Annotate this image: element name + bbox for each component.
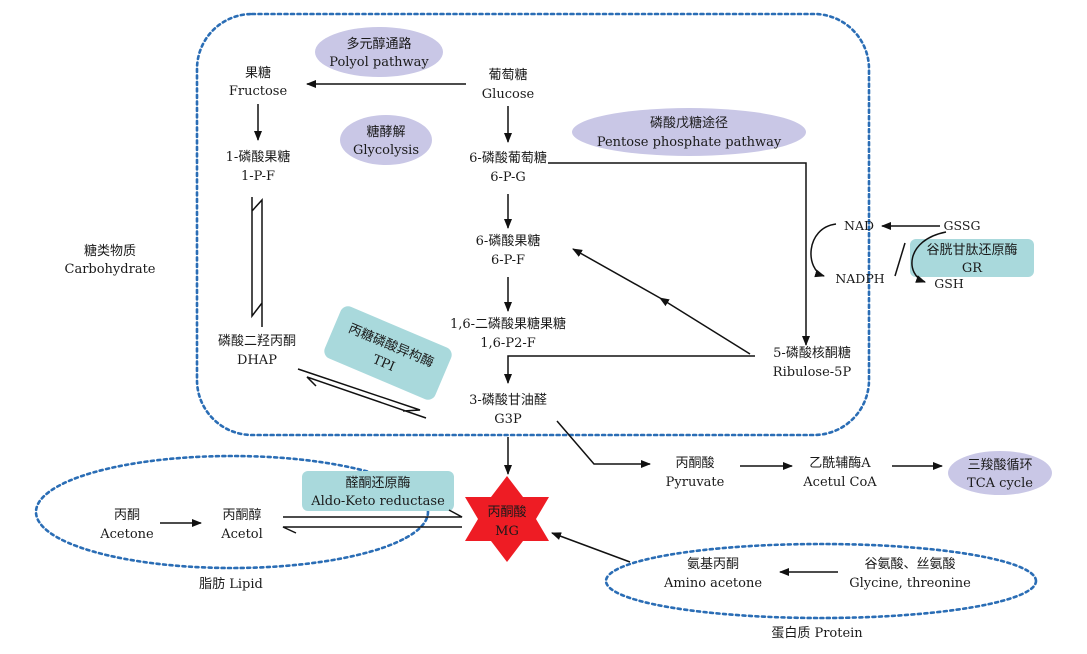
gr-enzyme-box	[910, 239, 1034, 277]
pyruvate-zh: 丙酮酸	[675, 456, 714, 471]
nad-label: NAD	[844, 218, 874, 233]
akr-label-zh: 醛酮还原酶	[345, 475, 410, 491]
mg-zh: 丙酮酸	[487, 505, 526, 520]
f1p-en: 1-P-F	[241, 169, 275, 184]
polyol-label-en: Polyol pathway	[329, 55, 429, 70]
mg-star-shape	[465, 476, 549, 562]
fructose-zh: 果糖	[245, 65, 271, 81]
carbohydrate-region-border	[195, 12, 871, 437]
akr-enzyme-box	[302, 471, 454, 511]
f16p2-zh: 1,6-二磷酸果糖果糖	[450, 316, 566, 332]
acetone-en: Acetone	[99, 527, 154, 542]
g3p-zh: 3-磷酸甘油醛	[469, 392, 547, 408]
ribulose-en: Ribulose-5P	[773, 365, 852, 380]
dhap-zh: 磷酸二羟丙酮	[218, 334, 296, 349]
fructose-en: Fructose	[229, 84, 288, 99]
gsh-label: GSH	[934, 276, 964, 291]
arrow-gssg-to-gsh	[911, 231, 947, 283]
lipid-region-border	[34, 454, 430, 570]
arrow-ribulose-to-f6p-b	[572, 248, 661, 299]
arrow-nad-to-nadph	[810, 223, 837, 278]
nadph-label: NADPH	[835, 271, 884, 286]
tca-label-en: TCA cycle	[967, 476, 1033, 491]
protein-region-border	[604, 542, 1038, 620]
arrows	[160, 80, 947, 576]
acetylcoa-en: Acetul CoA	[802, 475, 877, 490]
acetone-zh: 丙酮	[114, 508, 140, 523]
protein-label: 蛋白质 Protein	[771, 625, 863, 641]
akr-label-en: Aldo-Keto reductase	[310, 494, 445, 509]
gssg-label: GSSG	[944, 218, 981, 233]
acetylcoa-zh: 乙酰辅酶A	[809, 455, 871, 471]
arrow-ribulose-to-g3p	[504, 355, 755, 384]
equilibrium-f1p-dhap	[251, 197, 263, 327]
mg-en: MG	[495, 524, 519, 539]
arrow-g3p-to-pyruvate	[556, 420, 651, 468]
lipid-label: 脂肪 Lipid	[199, 576, 263, 592]
g6p-en: 6-P-G	[490, 170, 525, 185]
polyol-label-zh: 多元醇通路	[346, 36, 411, 52]
carbohydrate-label-zh: 糖类物质	[84, 243, 136, 259]
pentose-label-zh: 磷酸戊糖途径	[650, 115, 728, 131]
aminoacetone-zh: 氨基丙酮	[687, 557, 739, 572]
arrow-ribulose-to-f6p-a	[659, 297, 751, 355]
equilibrium-acetol-mg	[282, 509, 463, 534]
arrow-g6p-to-ribulose	[548, 162, 810, 346]
glycolysis-label-en: Glycolysis	[353, 143, 419, 158]
aminoacetone-en: Amino acetone	[663, 576, 762, 591]
pentose-pathway-ellipse	[572, 108, 806, 156]
equilibrium-dhap-g3p	[297, 368, 427, 419]
f1p-zh: 1-磷酸果糖	[226, 149, 291, 165]
arrow-aminoacetone-to-mg	[551, 532, 631, 563]
f16p2-en: 1,6-P2-F	[480, 336, 536, 351]
gr-label-zh: 谷胱甘肽还原酶	[926, 242, 1017, 258]
glycine-zh: 谷氨酸、丝氨酸	[864, 557, 955, 572]
acetol-en: Acetol	[220, 527, 263, 542]
glycolysis-ellipse	[340, 115, 432, 165]
glycolysis-label-zh: 糖酵解	[366, 124, 405, 140]
dhap-en: DHAP	[237, 353, 277, 368]
pyruvate-en: Pyruvate	[666, 475, 725, 490]
glycine-en: Glycine, threonine	[849, 576, 971, 591]
f6p-zh: 6-磷酸果糖	[476, 233, 541, 249]
gr-label-en: GR	[962, 261, 983, 276]
acetol-zh: 丙酮醇	[222, 507, 261, 523]
g6p-zh: 6-磷酸葡萄糖	[469, 150, 547, 166]
f6p-en: 6-P-F	[491, 253, 525, 268]
tca-label-zh: 三羧酸循环	[967, 457, 1032, 473]
arrow-nadph-to-nad-cross	[894, 242, 906, 277]
glucose-zh: 葡萄糖	[488, 67, 527, 83]
polyol-pathway-ellipse	[315, 27, 443, 77]
ribulose-zh: 5-磷酸核酮糖	[773, 345, 851, 361]
carbohydrate-label-en: Carbohydrate	[65, 262, 156, 277]
pentose-label-en: Pentose phosphate pathway	[597, 135, 782, 150]
g3p-en: G3P	[494, 412, 522, 427]
tca-cycle-ellipse	[948, 451, 1052, 495]
glucose-en: Glucose	[482, 87, 535, 102]
tpi-enzyme-box	[324, 306, 452, 400]
